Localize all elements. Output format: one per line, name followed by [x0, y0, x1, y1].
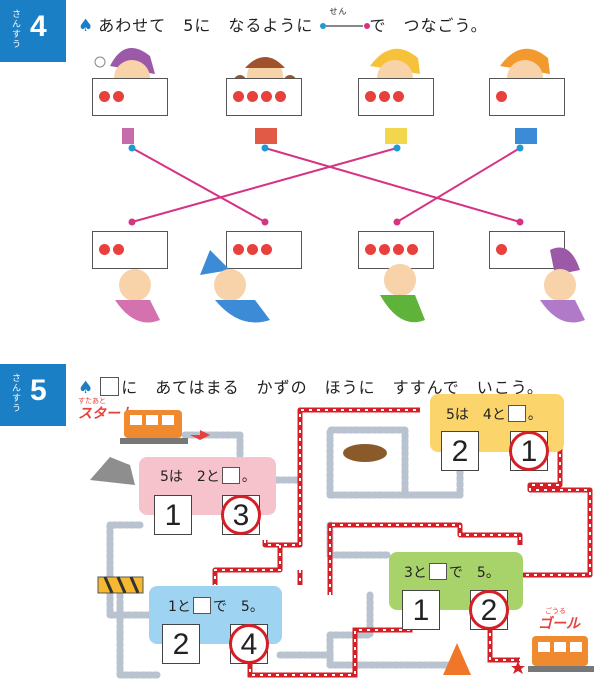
- bottom-dot-4[interactable]: [516, 218, 524, 226]
- hole-icon: [343, 444, 387, 462]
- section-5-tab: さんすう 5: [0, 364, 66, 426]
- kid-bottom-1: [115, 269, 160, 323]
- question-3-option-1[interactable]: 1: [402, 590, 440, 630]
- red-dot: [261, 91, 272, 102]
- start-train-icon[interactable]: [120, 402, 190, 446]
- kid-bottom-3: [380, 264, 425, 323]
- kid-bottom-4: [540, 247, 585, 323]
- blank-box-icon: [100, 377, 120, 396]
- question-1-text: 5は 2と。: [160, 467, 256, 485]
- bottom-card-2: [226, 231, 302, 269]
- question-1-answer-circle: [221, 495, 261, 535]
- goal-label: ゴール: [538, 616, 580, 632]
- top-dot-3[interactable]: [393, 144, 401, 152]
- section-tab-subject: さんすう: [10, 373, 20, 413]
- barrier-icon: [97, 576, 144, 594]
- bottom-dot-1[interactable]: [128, 218, 136, 226]
- red-dot: [233, 91, 244, 102]
- top-dot-2[interactable]: [261, 144, 269, 152]
- question-4-text: 1とで 5。: [168, 597, 264, 615]
- goal-train-icon[interactable]: [528, 630, 594, 676]
- goal-ruby: ごうる: [545, 607, 566, 615]
- question-4-answer-circle: [229, 624, 269, 664]
- rock-icon: [90, 457, 135, 485]
- kid-bottom-2: [200, 250, 270, 323]
- start-ruby: すたあと: [78, 397, 106, 405]
- top-dot-1[interactable]: [128, 144, 136, 152]
- red-dot: [496, 244, 507, 255]
- section-tab-number: 5: [30, 374, 47, 407]
- blank-box-icon: [428, 563, 447, 580]
- red-dot: [113, 91, 124, 102]
- spade-icon: ♠: [78, 16, 95, 36]
- red-dot: [99, 244, 110, 255]
- top-dot-4[interactable]: [516, 144, 524, 152]
- red-dot: [365, 244, 376, 255]
- red-dot: [99, 91, 110, 102]
- red-dot: [113, 244, 124, 255]
- ruby-sen: せん: [329, 7, 348, 16]
- question-1-option-1[interactable]: 1: [154, 495, 192, 535]
- blank-box-icon: [192, 597, 211, 614]
- blank-box-icon: [221, 467, 240, 484]
- question-4-option-1[interactable]: 2: [162, 624, 200, 664]
- question-3-text: 3とで 5。: [404, 563, 500, 581]
- line-sample: せん: [319, 7, 370, 33]
- arrow-icon: [190, 430, 210, 440]
- red-dot: [247, 91, 258, 102]
- bottom-dot-2[interactable]: [261, 218, 269, 226]
- section-tab-subject: さんすう: [10, 9, 20, 49]
- cone-icon: [443, 643, 471, 675]
- red-dot: [379, 91, 390, 102]
- start-label: スタート: [78, 406, 134, 422]
- section-4-instruction: ♠あわせて 5に なるように せん で つなごう。: [78, 7, 488, 36]
- red-dot: [393, 91, 404, 102]
- red-dot: [379, 244, 390, 255]
- top-card-2: [226, 78, 302, 116]
- red-dot: [393, 244, 404, 255]
- red-dot: [275, 91, 286, 102]
- red-dot: [365, 91, 376, 102]
- red-dot: [233, 244, 244, 255]
- question-2-text: 5は 4と。: [446, 405, 542, 423]
- red-dot: [247, 244, 258, 255]
- blank-box-icon: [507, 405, 526, 422]
- star-icon: [511, 661, 525, 674]
- bottom-kids-illustration: [115, 247, 585, 323]
- red-dot: [407, 244, 418, 255]
- bottom-card-4: [489, 231, 565, 269]
- question-2-answer-circle: [509, 431, 549, 471]
- section-5-instruction: ♠に あてはまる かずの ほうに すすんで いこう。: [78, 377, 544, 398]
- red-dot: [496, 91, 507, 102]
- question-3-answer-circle: [469, 590, 509, 630]
- section-tab-number: 4: [30, 10, 47, 43]
- section-4-tab: さんすう 4: [0, 0, 66, 62]
- spade-icon: ♠: [78, 378, 95, 398]
- connection-lines: [128, 144, 524, 226]
- top-card-1: [92, 78, 168, 116]
- bottom-dot-3[interactable]: [393, 218, 401, 226]
- question-2-option-1[interactable]: 2: [441, 431, 479, 471]
- red-dot: [261, 244, 272, 255]
- top-card-4: [489, 78, 565, 116]
- top-card-3: [358, 78, 434, 116]
- bottom-card-1: [92, 231, 168, 269]
